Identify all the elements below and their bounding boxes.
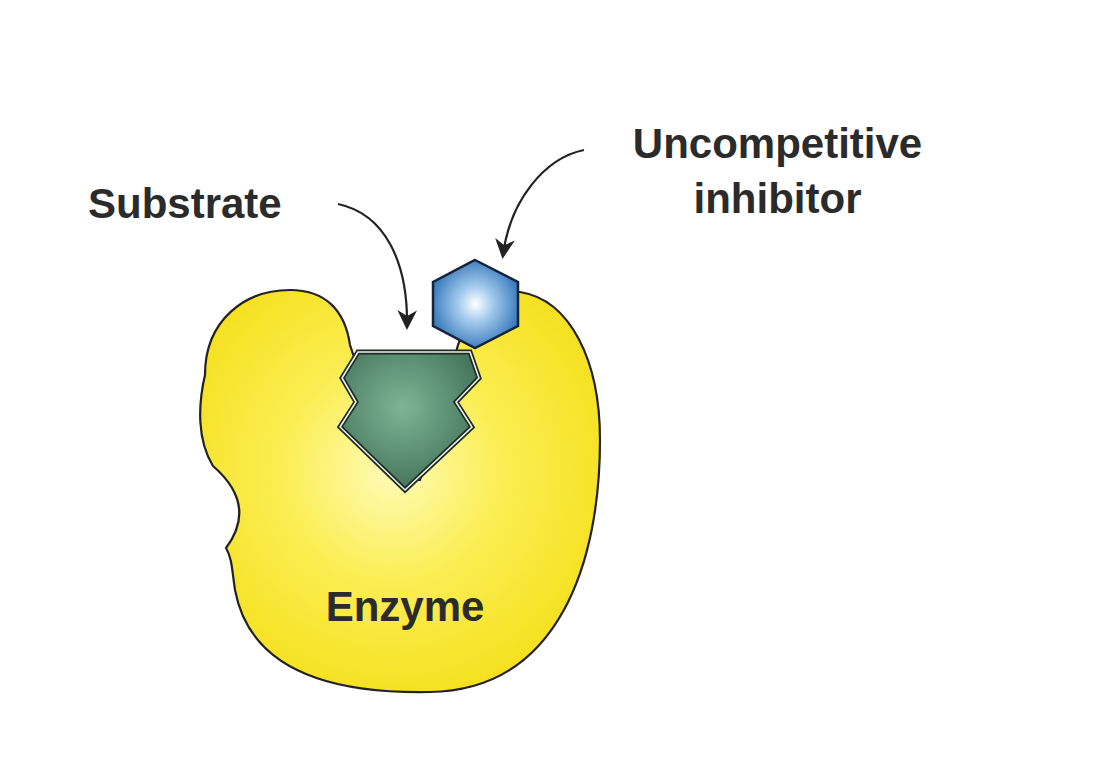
leader-arrow [503, 150, 584, 255]
inhibitor-label: Uncompetitive inhibitor [585, 116, 970, 226]
enzyme-label: Enzyme [326, 579, 485, 634]
enzyme-shape: Enzyme [185, 280, 610, 700]
substrate-shape [340, 352, 479, 490]
enzyme-body [200, 290, 600, 692]
leader-arrow [338, 204, 407, 326]
enzyme-outline [185, 280, 610, 700]
inhibitor-hexagon [433, 260, 518, 348]
substrate-inner-rim [340, 352, 479, 490]
substrate-label: Substrate [88, 176, 282, 231]
